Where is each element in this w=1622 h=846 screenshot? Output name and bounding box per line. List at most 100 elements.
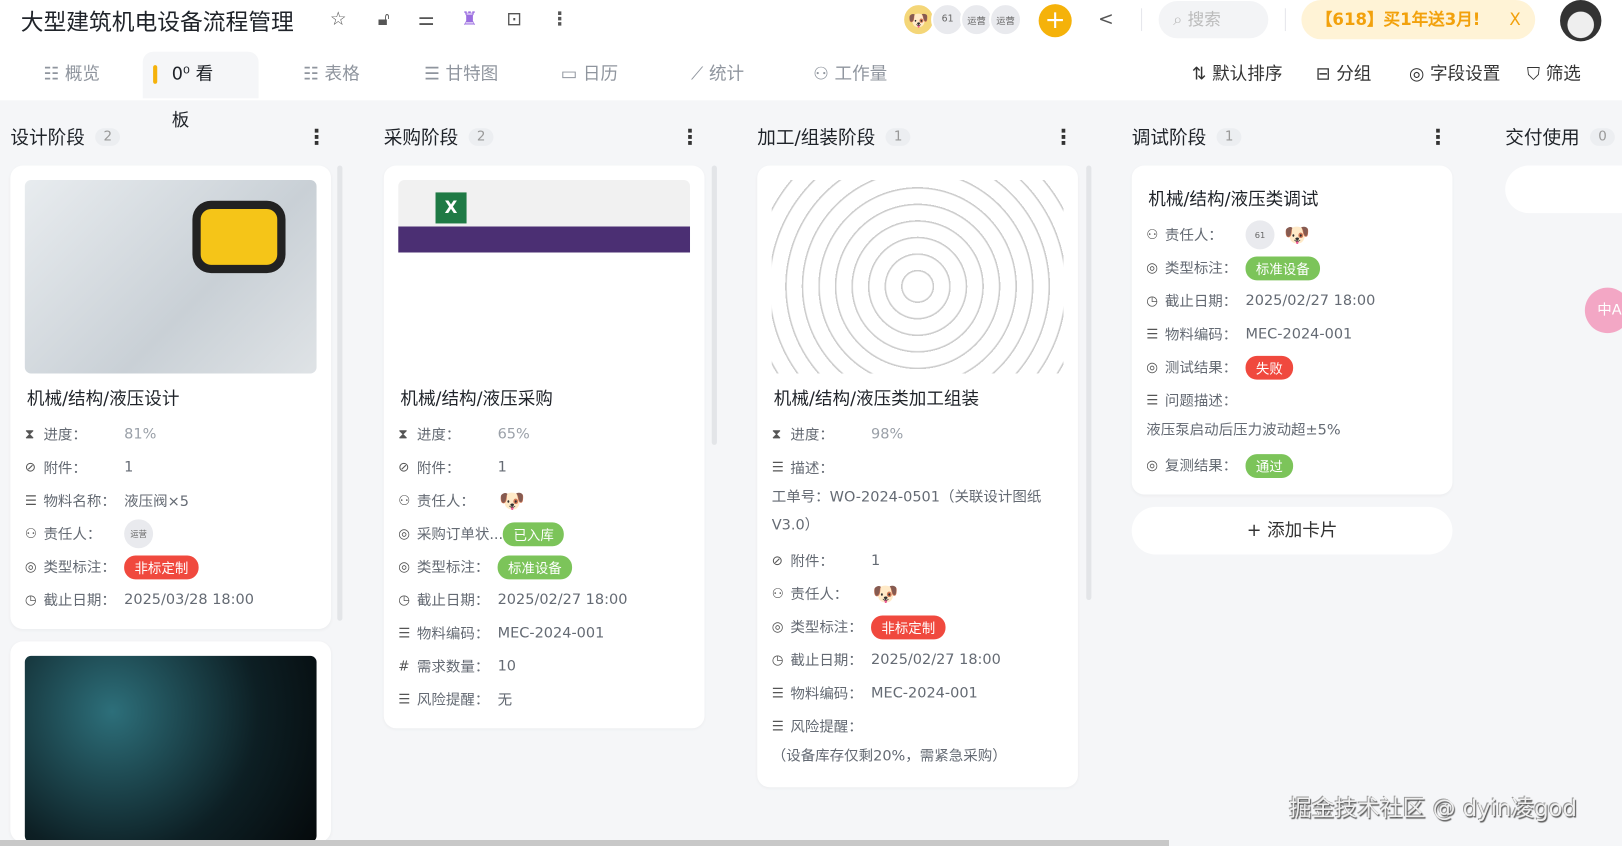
sort-button[interactable]: ⇅ 默认排序 xyxy=(1192,52,1283,99)
star-icon[interactable]: ☆ xyxy=(329,8,347,31)
member-avatars[interactable]: 🐶 61 运营 运营 xyxy=(902,3,1023,37)
field-value: 1 xyxy=(871,552,881,569)
field-label: 类型标注： xyxy=(790,619,863,637)
divider xyxy=(1284,8,1286,32)
share-icon[interactable]: < xyxy=(1098,8,1114,31)
field-label: 责任人： xyxy=(790,586,849,604)
kanban-card[interactable]: 机械/结构/液压类加工组装⧗进度：98%☰描述：工单号：WO-2024-0501… xyxy=(757,165,1078,788)
close-icon[interactable]: X xyxy=(1509,9,1521,29)
tab-gantt[interactable]: ☰ 甘特图 xyxy=(424,52,498,99)
column-scrollbar[interactable] xyxy=(337,165,343,621)
more-icon[interactable]: ⋮ xyxy=(306,124,327,149)
add-card-button[interactable]: + 添加卡片 xyxy=(1131,506,1453,555)
sliders-icon[interactable]: ⚌ xyxy=(417,8,435,31)
card-title: 机械/结构/液压设计 xyxy=(26,388,180,410)
field-label: 截止日期： xyxy=(790,652,863,670)
field-value: 2025/02/27 18:00 xyxy=(497,591,628,609)
target-icon: ◎ xyxy=(771,619,784,635)
tab-overview[interactable]: ☷ 概览 xyxy=(43,52,100,99)
avatar[interactable]: 🐶 xyxy=(1284,222,1311,248)
field-label: 物料编码： xyxy=(790,685,863,703)
field-value: 2025/02/27 18:00 xyxy=(871,651,1001,669)
avatar[interactable]: 运营 xyxy=(988,3,1023,37)
card-field: ⚇责任人：🐶 xyxy=(398,484,690,517)
field-text: 液压泵启动后压力波动超±5% xyxy=(1146,422,1341,439)
field-label: 责任人： xyxy=(416,493,475,511)
hourglass-icon: ⧗ xyxy=(24,426,35,443)
tab-label: 日历 xyxy=(582,64,619,85)
kanban-card[interactable]: 机械/结构/液压类调试⚇责任人：61🐶◎类型标注：标准设备◷截止日期：2025/… xyxy=(1131,165,1453,495)
hourglass-icon: ⧗ xyxy=(398,426,408,443)
field-label: 进度： xyxy=(43,427,87,444)
card-field: ⚇责任人：61🐶 xyxy=(1146,218,1438,251)
avatar[interactable]: 运营 xyxy=(960,3,994,37)
group-button[interactable]: ⊟ 分组 xyxy=(1316,52,1372,99)
field-value: MEC-2024-001 xyxy=(497,624,605,642)
card-field: ◎类型标注：标准设备 xyxy=(1146,251,1438,284)
kanban-card[interactable] xyxy=(10,641,332,843)
tab-table[interactable]: ☷ 表格 xyxy=(303,52,360,99)
more-icon[interactable]: ⋮ xyxy=(679,124,701,149)
translate-button[interactable]: 中A xyxy=(1584,287,1622,334)
card-field: ☰ 问题描述： xyxy=(1146,384,1438,417)
card-title: 机械/结构/液压类调试 xyxy=(1148,189,1319,211)
card-field: ☰物料编码：MEC-2024-001 xyxy=(772,677,1064,710)
robot-icon[interactable]: ⊡ xyxy=(506,8,522,31)
field-label: 责任人： xyxy=(43,526,102,544)
tab-label: 概览 xyxy=(64,64,100,85)
tab-kanban[interactable]: 0⁰ 看板 xyxy=(142,51,259,131)
card-field: ☰物料编码：MEC-2024-001 xyxy=(398,617,690,650)
column-scrollbar[interactable] xyxy=(1086,165,1092,601)
avatar-dog[interactable]: 🐶 xyxy=(902,3,936,37)
horizontal-scrollbar[interactable] xyxy=(0,840,1169,846)
column-title: 调试阶段 xyxy=(1131,127,1207,149)
column-count: 2 xyxy=(95,127,121,146)
tab-calendar[interactable]: ▭ 日历 xyxy=(561,52,618,99)
user-avatar[interactable] xyxy=(1560,0,1602,42)
field-label: 截止日期： xyxy=(43,592,116,610)
avatar[interactable]: 🐶 xyxy=(872,581,899,607)
lines-icon: ☰ xyxy=(771,718,784,734)
mascot-fire-icon[interactable]: ♜ xyxy=(461,8,479,31)
field-value: 10 xyxy=(497,657,517,675)
target-icon: ◎ xyxy=(24,559,37,575)
field-settings-button[interactable]: ◎ 字段设置 xyxy=(1409,52,1500,99)
lock-icon[interactable]: 🔓︎ xyxy=(377,8,390,31)
promo-banner[interactable]: 【618】买1年送3月!X xyxy=(1301,0,1536,40)
more-icon[interactable]: ⋮ xyxy=(1427,124,1449,149)
avatar[interactable]: 运营 xyxy=(124,519,154,549)
column-count: 1 xyxy=(1216,127,1242,146)
field-label: 风险提醒： xyxy=(790,718,863,736)
lines-icon: ☰ xyxy=(1146,392,1159,409)
filter-button[interactable]: ⛉ 筛选 xyxy=(1527,52,1581,99)
more-icon[interactable]: ⋮ xyxy=(550,8,569,31)
field-label: 问题描述： xyxy=(1164,393,1238,410)
avatar[interactable]: 61 xyxy=(931,3,965,37)
group-label: 分组 xyxy=(1336,64,1372,85)
field-value: MEC-2024-001 xyxy=(871,684,978,702)
column-scrollbar[interactable] xyxy=(711,165,717,445)
kanban-card[interactable]: 机械/结构/液压设计⧗进度：81%⊘附件：1☰物料名称：液压阀×5⚇责任人：运营… xyxy=(10,165,332,629)
add-card-button[interactable]: + xyxy=(1505,165,1622,214)
field-value: 98% xyxy=(871,426,904,443)
search-input[interactable]: ⌕ 搜索 xyxy=(1158,1,1269,39)
field-label: 附件： xyxy=(416,460,461,477)
group-icon: ⊟ xyxy=(1315,64,1331,85)
field-value: 2025/02/27 18:00 xyxy=(1245,292,1376,310)
avatar[interactable]: 61 xyxy=(1245,220,1275,250)
list-icon: ☷ xyxy=(303,64,319,85)
add-member-button[interactable]: + xyxy=(1038,4,1072,38)
more-icon[interactable]: ⋮ xyxy=(1053,124,1074,149)
field-label: 责任人： xyxy=(1164,227,1223,245)
tab-stats[interactable]: ⟋ 统计 xyxy=(691,52,744,99)
card-field: ☰ 风险提醒： xyxy=(772,710,1064,743)
field-value: 1 xyxy=(497,459,507,476)
tab-workload[interactable]: ⚇ 工作量 xyxy=(813,52,887,99)
avatar[interactable]: 🐶 xyxy=(499,488,525,514)
card-field: ◷截止日期：2025/02/27 18:00 xyxy=(1146,284,1438,317)
target-icon: ◎ xyxy=(398,559,411,575)
